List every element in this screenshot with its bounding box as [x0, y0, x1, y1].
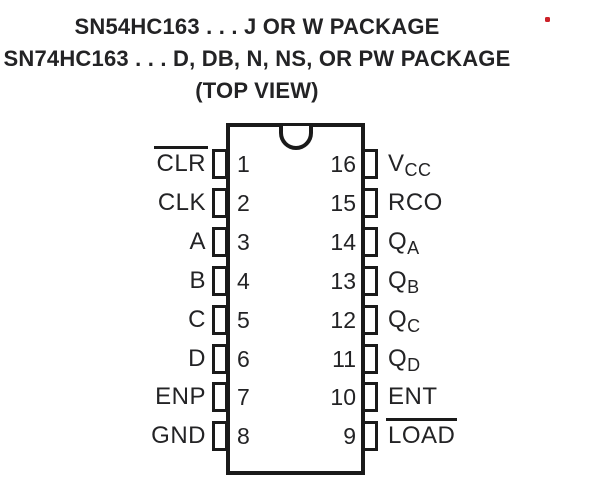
overlined-signal-name: CLR [154, 146, 208, 180]
pin-label: VCC [388, 148, 432, 180]
pin-lead-box [212, 227, 228, 257]
signal-name: RCO [388, 189, 443, 216]
pin-number: 8 [237, 423, 250, 449]
pin-number: 7 [237, 384, 250, 410]
pin-lead-box [362, 382, 378, 412]
pin-number: 10 [330, 384, 356, 410]
pin-lead-box [362, 227, 378, 257]
pin-lead-box [362, 305, 378, 335]
pin-label: QA [388, 226, 420, 258]
pin-number: 6 [237, 346, 250, 372]
pin-lead-box [212, 188, 228, 218]
package-title-line3: (TOP VIEW) [195, 78, 319, 103]
pin-number: 13 [330, 268, 356, 294]
signal-name: Q [388, 306, 408, 333]
signal-subscript: B [407, 277, 420, 297]
pin-label: B [189, 267, 206, 294]
pin-row-11: 11 QD [0, 343, 600, 375]
package-title-line2: SN74HC163 . . . D, DB, N, NS, OR PW PACK… [3, 46, 511, 71]
pin-number: 4 [237, 268, 250, 294]
signal-subscript: C [407, 316, 421, 336]
pin-lead-box [212, 266, 228, 296]
pin-row-7: ENP 7 [0, 382, 600, 412]
pin-label: CLR [0, 146, 208, 180]
pin-row-16: 16 VCC [0, 148, 600, 180]
pin-number: 9 [343, 423, 356, 449]
pin-label: D [188, 345, 206, 372]
pin-number: 1 [237, 151, 250, 177]
pin-label: QB [388, 265, 420, 297]
pin-label: GND [151, 422, 206, 449]
pin-lead-box [212, 382, 228, 412]
signal-name: Q [388, 228, 408, 255]
pin-number: 5 [237, 307, 250, 333]
pin-label: ENP [155, 383, 206, 410]
pin-row-12: 12 QC [0, 304, 600, 336]
ic-package-outline [226, 123, 365, 475]
pin-label: C [188, 306, 206, 333]
pin-number: 16 [330, 151, 356, 177]
pin-lead-box [212, 149, 228, 179]
pin-row-5: C 5 [0, 305, 600, 335]
signal-name: Q [388, 267, 408, 294]
package-title-line1: SN54HC163 . . . J OR W PACKAGE [74, 14, 440, 39]
pin1-index-notch-icon [278, 126, 313, 150]
pin-lead-box [362, 344, 378, 374]
revision-marker-dot [545, 17, 550, 22]
pin-label: QC [388, 304, 421, 336]
pin-row-14: 14 QA [0, 226, 600, 258]
pin-number: 15 [330, 190, 356, 216]
pin-label: ENT [388, 381, 438, 413]
package-title: SN54HC163 . . . J OR W PACKAGE SN74HC163… [0, 11, 514, 107]
pin-row-2: CLK 2 [0, 188, 600, 218]
pin-number: 2 [237, 190, 250, 216]
pin-lead-box [362, 149, 378, 179]
pin-number: 3 [237, 229, 250, 255]
signal-subscript: CC [404, 160, 432, 180]
signal-name: Q [388, 345, 408, 372]
pin-lead-box [362, 188, 378, 218]
pin-label: QD [388, 343, 421, 375]
pin-row-6: D 6 [0, 344, 600, 374]
pin-row-4: B 4 [0, 266, 600, 296]
pin-label: RCO [388, 187, 443, 219]
pin-number: 11 [332, 346, 356, 372]
pin-number: 14 [330, 229, 356, 255]
pin-lead-box [362, 421, 378, 451]
pin-row-15: 15 RCO [0, 188, 600, 218]
signal-name: V [388, 150, 405, 177]
pin-label: CLK [157, 189, 206, 216]
pin-lead-box [212, 344, 228, 374]
pin-row-1: CLR 1 [0, 146, 600, 180]
signal-name: ENT [388, 383, 438, 410]
signal-subscript: A [407, 238, 420, 258]
signal-subscript: D [407, 355, 421, 375]
overlined-signal-name: LOAD [385, 418, 458, 452]
pin-lead-box [212, 305, 228, 335]
pin-label: LOAD [385, 418, 458, 452]
pin-number: 12 [330, 307, 356, 333]
pin-row-8: GND 8 [0, 421, 600, 451]
pin-row-13: 13 QB [0, 265, 600, 297]
pin-row-3: A 3 [0, 227, 600, 257]
pin-lead-box [212, 421, 228, 451]
pin-label: A [189, 228, 206, 255]
pin-row-9: 9 LOAD [0, 418, 600, 452]
pin-row-10: 10 ENT [0, 382, 600, 412]
pin-lead-box [362, 266, 378, 296]
